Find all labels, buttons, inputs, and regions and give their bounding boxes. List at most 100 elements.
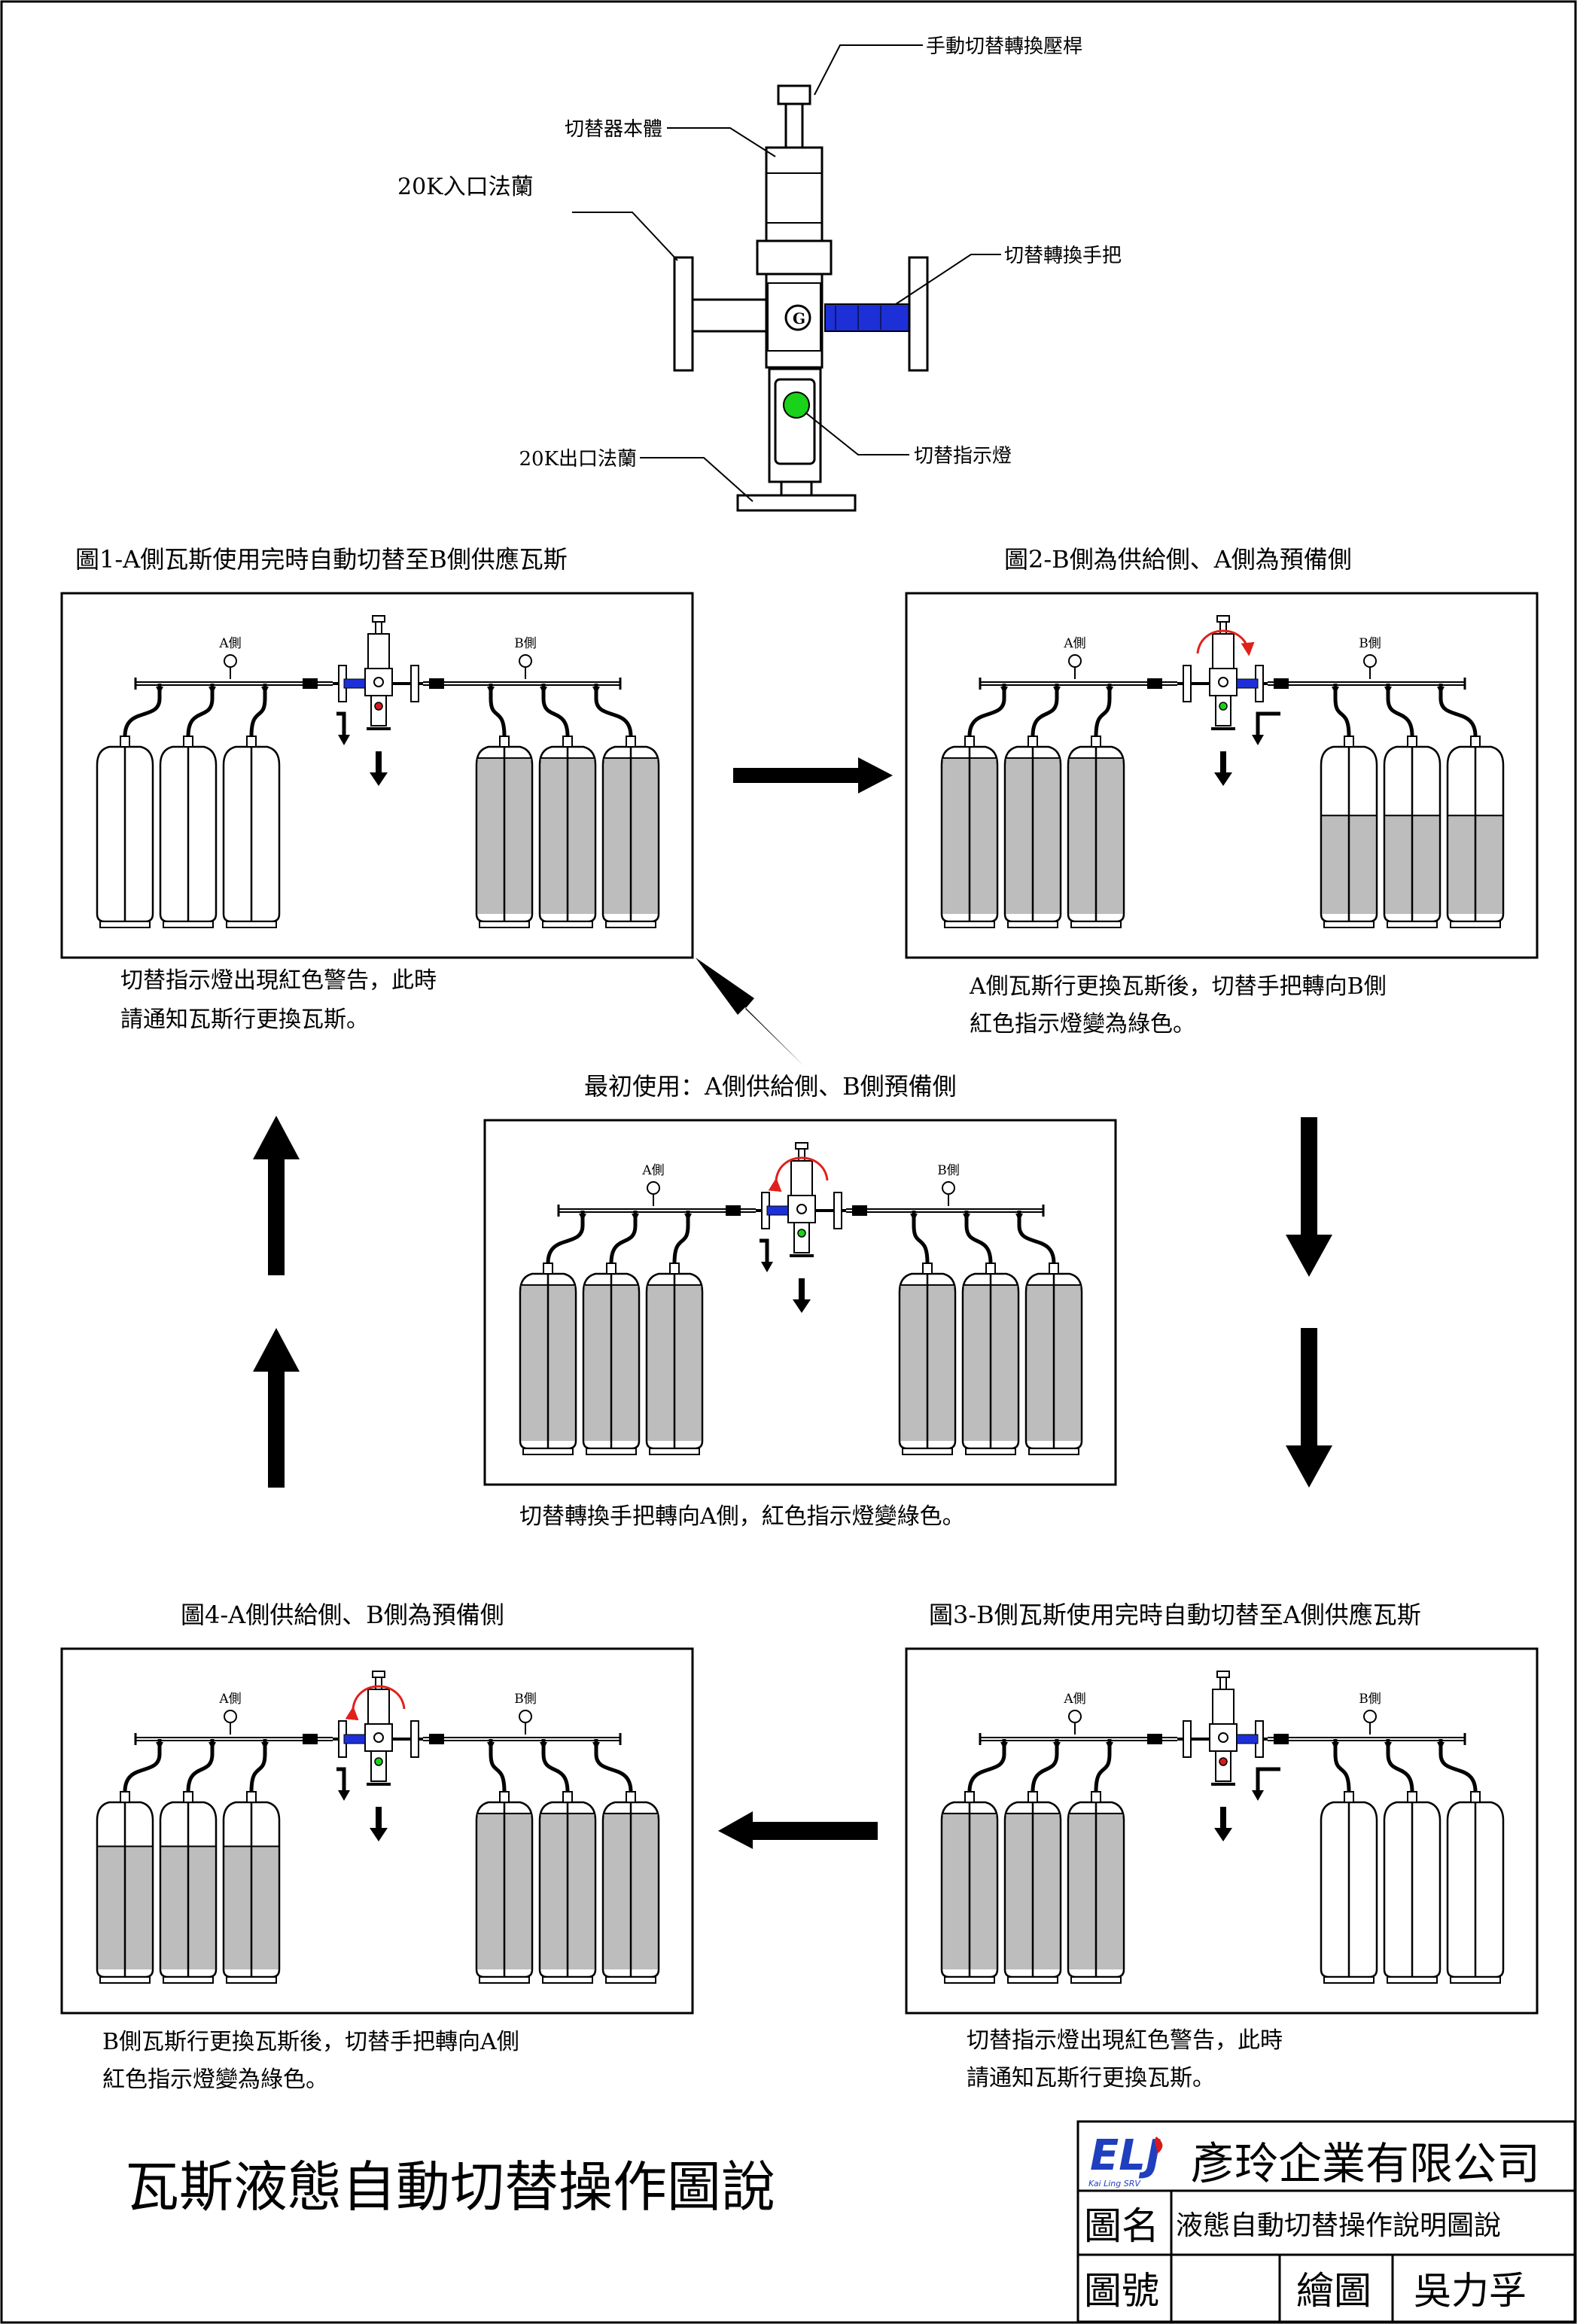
main-title: 瓦斯液態自動切替操作圖說 [125, 2155, 775, 2219]
label-manual-lever: 手動切替轉換壓桿 [926, 35, 1082, 58]
label-indicator-lamp: 切替指示燈 [914, 445, 1012, 468]
pigtail-hose [249, 684, 267, 737]
supply-flow-arrow [760, 1238, 769, 1265]
pressure-gauge-b [1363, 1710, 1377, 1735]
pigtail-hose [594, 1739, 633, 1792]
fig2-title: 圖2-B側為供給側、A側為預備側 [1004, 545, 1352, 574]
flow-arrows [253, 757, 1332, 1849]
flange-a [1183, 1720, 1192, 1758]
fig1-title: 圖1-A側瓦斯使用完時自動切替至B側供應瓦斯 [75, 545, 568, 574]
fig4-caption-line2: 紅色指示燈變為綠色。 [102, 2067, 328, 2093]
indicator-lamp [374, 702, 383, 711]
indicator-lamp [783, 391, 810, 419]
cylinder-a-3 [1067, 1791, 1125, 1984]
flange-b [833, 1192, 842, 1229]
cylinder-b-1 [475, 736, 534, 928]
manual-lever [777, 84, 811, 105]
cylinder-b-3 [1024, 1263, 1083, 1455]
fig1-frame [60, 592, 694, 959]
side-b-label: B側 [514, 1692, 537, 1707]
switcher-body [367, 1689, 390, 1725]
pigtail-hose [967, 1739, 1006, 1792]
pigtail-hose [123, 684, 162, 737]
drawing-no-label: 圖號 [1084, 2269, 1159, 2313]
pigtail-hose [912, 1211, 930, 1264]
outlet-flow-arrow [1214, 751, 1232, 786]
cylinder-a-2 [582, 1263, 641, 1455]
side-a-label: A側 [641, 1163, 664, 1178]
indicator-lamp [1219, 702, 1228, 711]
svg-text:G: G [793, 309, 805, 327]
outlet-flow-arrow [370, 1807, 388, 1841]
manual-lever [372, 615, 385, 623]
fig3-title: 圖3-B側瓦斯使用完時自動切替至A側供應瓦斯 [929, 1601, 1421, 1629]
rotate-direction-arrow [1196, 629, 1255, 656]
check-valve-a [1147, 1734, 1162, 1744]
pigtail-hose [1333, 684, 1351, 737]
switch-handle [766, 1205, 789, 1216]
flange-b [410, 665, 419, 702]
cylinder-a-3 [222, 1791, 281, 1984]
check-valve-b [1274, 678, 1289, 689]
company-logo: ELJ Kai Ling SRV [1088, 2131, 1163, 2188]
cylinder-a-2 [1003, 736, 1062, 928]
drawn-by: 吳力孚 [1414, 2269, 1527, 2313]
manual-lever [795, 1142, 808, 1150]
switch-handle [1236, 1734, 1259, 1744]
cylinder-a-1 [96, 1791, 154, 1984]
manual-lever [1216, 1671, 1230, 1678]
cylinder-a-3 [645, 1263, 704, 1455]
pigtail-hose [672, 1211, 690, 1264]
label-handle: 切替轉換手把 [1004, 245, 1122, 267]
pigtail-hose [489, 684, 507, 737]
side-b-label: B側 [1359, 1692, 1381, 1707]
pressure-gauge-a [647, 1181, 660, 1206]
pigtail-hose [1094, 684, 1112, 737]
label-switcher-body: 切替器本體 [565, 118, 662, 141]
drawn-by-label: 繪圖 [1296, 2269, 1372, 2313]
outlet-flow-arrow [793, 1278, 811, 1313]
pigtail-hose [249, 1739, 267, 1792]
arrow-center-to-fig1 [696, 958, 817, 1066]
check-valve-b [1274, 1734, 1289, 1744]
fig4-illustration: A側 B側 [96, 1671, 660, 1984]
label-outlet-flange: 20K出口法蘭 [519, 448, 637, 471]
center-caption: 切替轉換手把轉向A側，紅色指示燈變綠色。 [519, 1503, 965, 1530]
rotate-direction-arrow [768, 1156, 829, 1192]
pressure-gauge-a [224, 654, 237, 679]
supply-flow-arrow [336, 1767, 346, 1793]
cylinder-b-3 [1446, 1791, 1505, 1984]
switcher-device-illustration: G 手動切替轉換壓桿 切替器本體 20K入口法蘭 切替轉換手把 20K出口法蘭 … [397, 35, 1122, 512]
fig3-illustration: A側 B側 [940, 1671, 1505, 1984]
side-b-label: B側 [1359, 636, 1381, 651]
flange-a [1183, 665, 1192, 702]
drawing-name-label: 圖名 [1084, 2204, 1159, 2248]
side-a-label: A側 [218, 636, 241, 651]
cylinder-a-2 [1003, 1791, 1062, 1984]
pressure-gauge-b [519, 1710, 532, 1735]
arrow-fig1-to-fig2 [733, 757, 893, 793]
switch-handle [343, 678, 366, 689]
switcher-body [367, 633, 390, 669]
fig4-caption-line1: B側瓦斯行更換瓦斯後，切替手把轉向A側 [102, 2029, 519, 2055]
flange-b [410, 1720, 419, 1758]
cylinder-a-1 [96, 736, 154, 928]
cylinder-a-1 [940, 1791, 999, 1984]
label-inlet-flange: 20K入口法蘭 [397, 174, 534, 200]
switcher-body [1212, 633, 1235, 669]
side-b-label: B側 [514, 636, 537, 651]
side-a-label: A側 [1063, 1692, 1085, 1707]
check-valve-b [429, 678, 444, 689]
pigtail-hose [186, 1739, 215, 1792]
pressure-gauge-b [942, 1181, 955, 1206]
pigtail-hose [1386, 684, 1414, 737]
switch-handle [343, 1734, 366, 1744]
side-a-label: A側 [218, 1692, 241, 1707]
cylinder-a-3 [222, 736, 281, 928]
cylinder-b-2 [961, 1263, 1020, 1455]
logo-tagline: Kai Ling SRV [1088, 2179, 1141, 2188]
arrow-down-2 [1286, 1328, 1332, 1488]
